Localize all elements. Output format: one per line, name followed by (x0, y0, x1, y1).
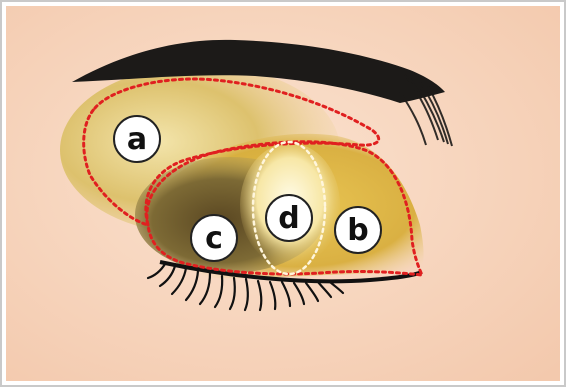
zone-label-a-text: a (127, 122, 147, 157)
zone-label-b: b (335, 207, 381, 253)
zone-label-c: c (191, 215, 237, 261)
zone-label-d-text: d (278, 201, 299, 236)
zone-label-d: d (266, 195, 312, 241)
zone-label-b-text: b (347, 213, 368, 248)
zone-label-a: a (114, 116, 160, 162)
zone-label-c-text: c (205, 221, 223, 256)
